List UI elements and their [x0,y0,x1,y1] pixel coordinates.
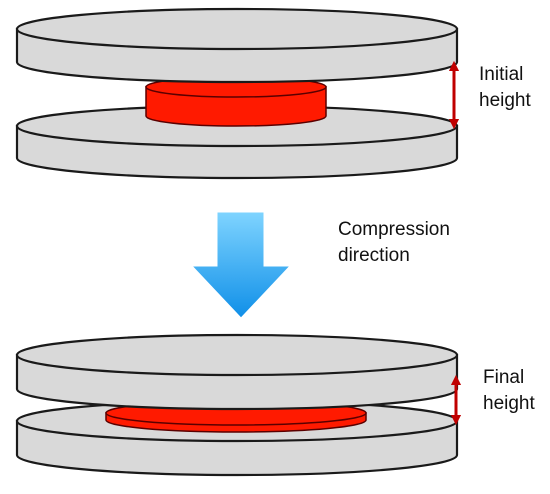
initial-height-label-line1: Initial [479,64,523,85]
final-height-label-line1: Final [483,367,524,388]
initial-state: Initial height [15,7,531,180]
compression-direction: Compression direction [190,211,450,319]
sample-initial [145,76,327,127]
top-plate-final [15,333,459,411]
compression-direction-label-line2: direction [338,245,410,266]
top-plate-initial [15,7,459,84]
final-height-label-line2: height [483,393,535,414]
down-arrow-icon [190,211,292,319]
initial-height-label-line2: height [479,90,531,111]
final-state: Final height [15,333,535,477]
compression-direction-label-line1: Compression [338,219,450,240]
